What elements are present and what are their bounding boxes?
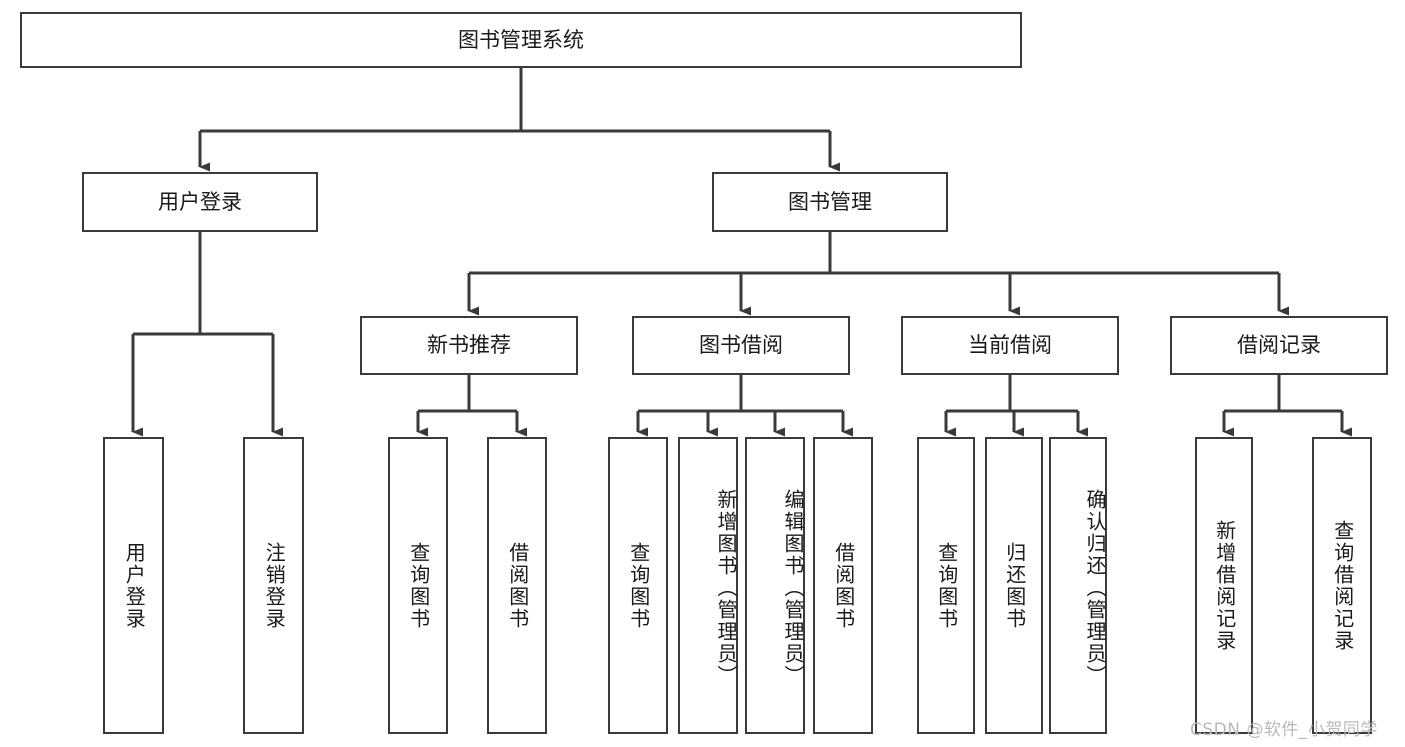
leaf-logout[interactable]: 注销登录 xyxy=(243,437,304,734)
leaf-borrow-book-recommend[interactable]: 借阅图书 xyxy=(487,437,547,734)
leaf-confirm-return-admin[interactable]: 确认归还（管理员） xyxy=(1049,437,1107,734)
leaf-query-borrow-record[interactable]: 查询借阅记录 xyxy=(1312,437,1372,734)
node-book-management[interactable]: 图书管理 xyxy=(712,172,948,232)
leaf-add-borrow-record[interactable]: 新增借阅记录 xyxy=(1195,437,1253,734)
leaf-query-book-borrow[interactable]: 查询图书 xyxy=(608,437,668,734)
leaf-borrow-book[interactable]: 借阅图书 xyxy=(813,437,873,734)
leaf-edit-book-admin[interactable]: 编辑图书（管理员） xyxy=(745,437,805,734)
node-borrow-record[interactable]: 借阅记录 xyxy=(1170,316,1388,375)
leaf-return-book[interactable]: 归还图书 xyxy=(985,437,1043,734)
node-book-borrow[interactable]: 图书借阅 xyxy=(632,316,850,375)
leaf-query-book-recommend[interactable]: 查询图书 xyxy=(388,437,448,734)
node-current-borrow[interactable]: 当前借阅 xyxy=(901,316,1119,375)
leaf-add-book-admin[interactable]: 新增图书（管理员） xyxy=(678,437,738,734)
leaf-user-login[interactable]: 用户登录 xyxy=(103,437,164,734)
leaf-query-book-current[interactable]: 查询图书 xyxy=(917,437,975,734)
node-user-login[interactable]: 用户登录 xyxy=(82,172,318,232)
node-root[interactable]: 图书管理系统 xyxy=(20,12,1022,68)
node-new-book-recommend[interactable]: 新书推荐 xyxy=(360,316,578,375)
watermark-text: CSDN @软件_小贺同学 xyxy=(1190,720,1378,740)
